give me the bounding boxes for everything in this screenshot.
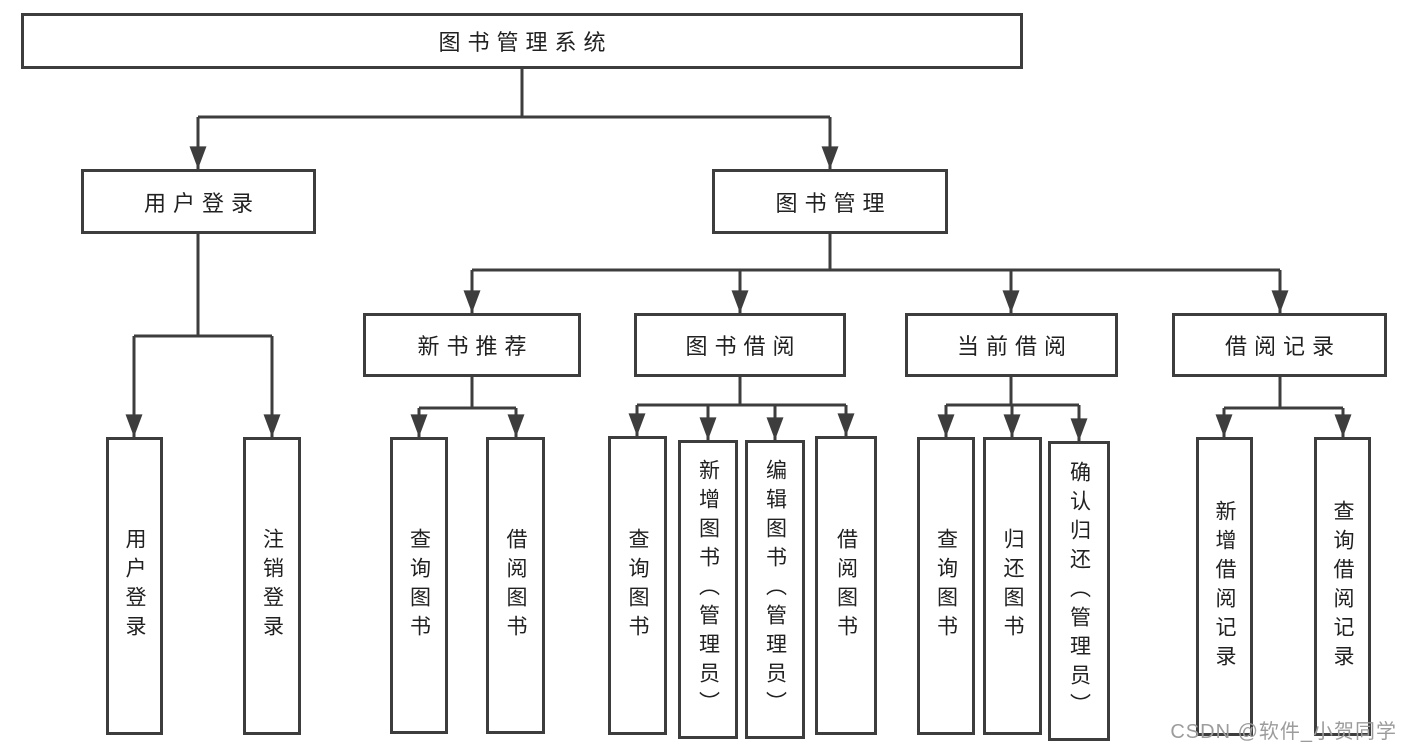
leaf-user-login: 用户登录 xyxy=(106,437,163,735)
leaf-add-borrow-record: 新增借阅记录 xyxy=(1196,437,1253,736)
leaf-confirm-return-admin: 确认归还（管理员） xyxy=(1048,441,1110,741)
csdn-watermark: CSDN @软件_小贺同学 xyxy=(1170,721,1397,743)
leaf-logout: 注销登录 xyxy=(243,437,301,735)
node-book-borrow: 图书借阅 xyxy=(634,313,846,377)
leaf-borrow-books-recommend: 借阅图书 xyxy=(486,437,545,734)
node-root-system: 图书管理系统 xyxy=(21,13,1023,69)
node-current-borrow: 当前借阅 xyxy=(905,313,1118,377)
leaf-borrow-books: 借阅图书 xyxy=(815,436,877,735)
leaf-add-books-admin: 新增图书（管理员） xyxy=(678,440,738,739)
leaf-query-books-recommend: 查询图书 xyxy=(390,437,448,734)
leaf-return-books: 归还图书 xyxy=(983,437,1042,735)
leaf-query-books-borrow: 查询图书 xyxy=(608,436,667,735)
node-new-book-recommend: 新书推荐 xyxy=(363,313,581,377)
leaf-edit-books-admin: 编辑图书（管理员） xyxy=(745,440,805,739)
node-book-management: 图书管理 xyxy=(712,169,948,234)
leaf-query-borrow-record: 查询借阅记录 xyxy=(1314,437,1371,736)
node-borrow-records: 借阅记录 xyxy=(1172,313,1387,377)
leaf-query-books-current: 查询图书 xyxy=(917,437,975,735)
node-user-login: 用户登录 xyxy=(81,169,316,234)
